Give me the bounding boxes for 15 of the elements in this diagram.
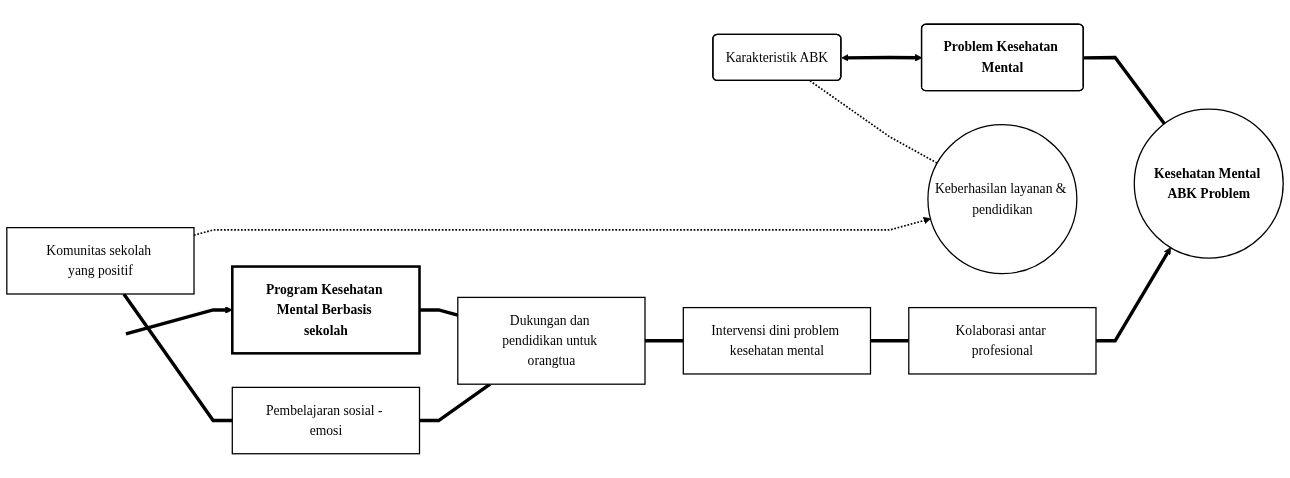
node-box: Dukungan dan pendidikan untuk orangtua (457, 296, 646, 385)
node-box: Kolaborasi antar profesional (908, 306, 1097, 375)
connector-line (122, 293, 233, 423)
node-circle: Kesehatan Mental ABK Problem (1133, 108, 1284, 259)
node-box: Intervensi dini problem kesehatan mental (682, 306, 872, 375)
connector-line (809, 80, 939, 164)
node-box: Pembelajaran sosial - emosi (231, 386, 421, 455)
connector-line (870, 339, 909, 343)
node-box: Komunitas sekolah yang positif (6, 227, 195, 295)
node-circle: Keberhasilan layanan & pendidikan (927, 124, 1078, 275)
connector-line (645, 339, 684, 343)
connector-line (1083, 55, 1166, 125)
arrow (125, 306, 233, 336)
arrow (1096, 247, 1171, 343)
node-box: Program Kesehatan Mental Berbasis sekolah (231, 265, 421, 355)
